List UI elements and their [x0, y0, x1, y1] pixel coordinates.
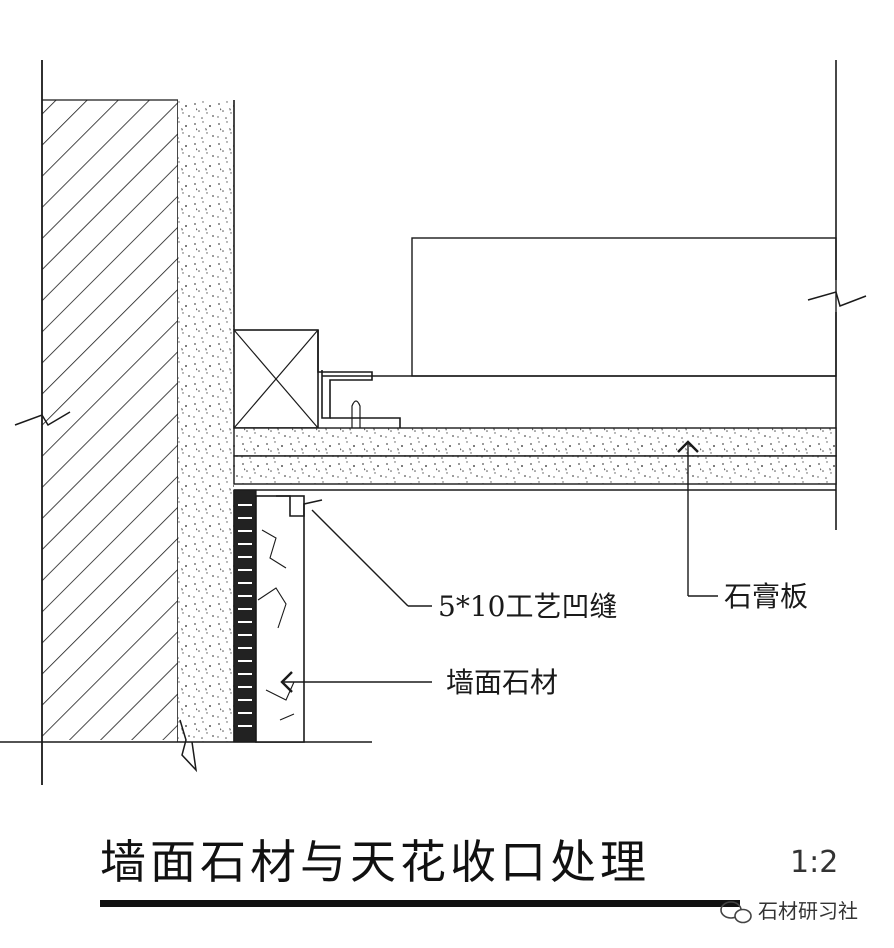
label-groove: 5*10工艺凹缝 [438, 590, 617, 623]
plaster-layer [178, 100, 235, 773]
chat-bubble-icon [720, 901, 752, 924]
wall-stone-cladding [233, 489, 323, 743]
label-wall-stone: 墙面石材 [446, 666, 558, 699]
drawing-scale: 1:2 [790, 845, 838, 880]
edge-channel [317, 330, 401, 428]
leader-wall-stone [280, 671, 432, 693]
title-underline [100, 900, 740, 907]
drawing-title: 墙面石材与天花收口处理 [100, 835, 650, 889]
label-gypsum-board: 石膏板 [724, 580, 808, 613]
right-boundary [807, 60, 867, 530]
structural-wall [14, 60, 179, 785]
leader-groove [311, 509, 432, 607]
ceiling-keel [322, 237, 837, 482]
timber-block [233, 329, 319, 429]
watermark-text: 石材研习社 [758, 899, 858, 923]
watermark: 石材研习社 [720, 899, 858, 924]
leader-gypsum [677, 440, 718, 597]
gypsum-board [233, 427, 837, 491]
